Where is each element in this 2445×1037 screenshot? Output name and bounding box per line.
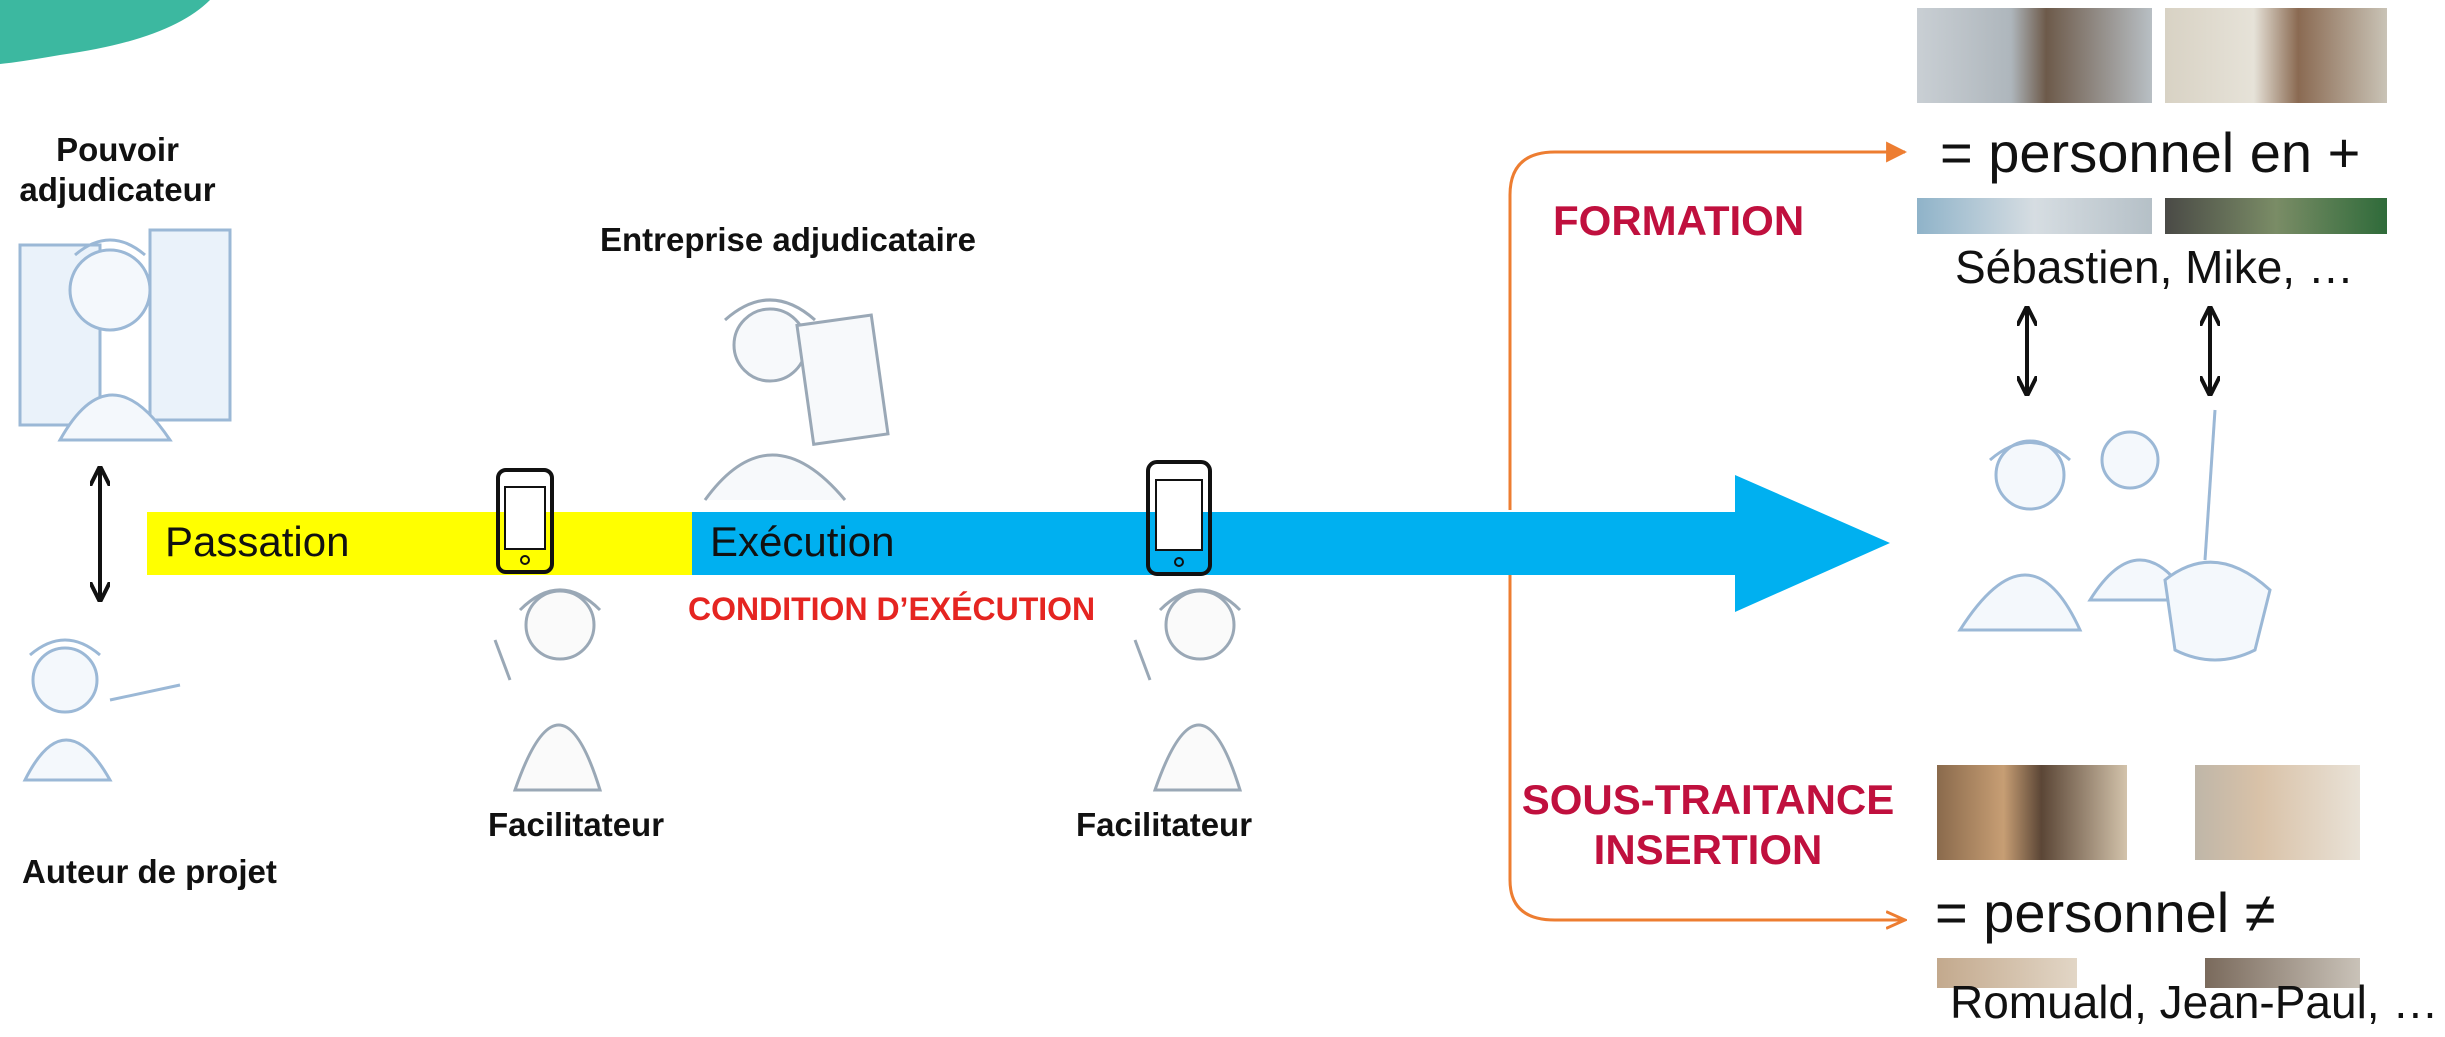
facilitateur-illustration	[1133, 588, 1243, 792]
trainee-photo-2-lower	[2165, 198, 2387, 234]
workers-illustration	[1957, 409, 2272, 662]
formation-branch-arrow	[1508, 141, 1908, 510]
phone-icon	[1146, 460, 1212, 576]
facilitateur-label-2: Facilitateur	[1076, 806, 1253, 843]
sous-traitance-branch-arrow	[1508, 575, 1905, 920]
trainee-photo-1	[1917, 8, 2152, 103]
trainee-photo-2	[2165, 8, 2387, 103]
sous-traitance-line1: SOUS-TRAITANCE	[1521, 776, 1895, 823]
trainee-photo-1-lower	[1917, 198, 2152, 234]
subcontractor-photo-1-lower	[1937, 958, 2077, 988]
auteur-de-projet-illustration	[22, 638, 181, 782]
sous-traitance-label: SOUS-TRAITANCE INSERTION	[1508, 775, 1908, 876]
phone-icon	[496, 468, 554, 574]
condition-execution-label: CONDITION D’EXÉCUTION	[688, 591, 1096, 627]
formation-result: = personnel en +	[1940, 121, 2361, 184]
sous-traitance-line2: INSERTION	[1593, 826, 1823, 874]
subcontractor-photo-1	[1937, 765, 2127, 860]
execution-arrow	[692, 475, 1890, 612]
pouvoir-adjudicateur-illustration	[18, 228, 232, 442]
execution-label: Exécution	[710, 518, 895, 565]
passation-bar	[147, 512, 692, 575]
sous-traitance-result: = personnel ≠	[1935, 881, 2276, 944]
subcontractor-photo-2-lower	[2205, 958, 2360, 988]
auteur-de-projet-label: Auteur de projet	[22, 853, 277, 890]
subcontractor-photo-2	[2195, 765, 2360, 860]
entreprise-adjudicataire-label: Entreprise adjudicataire	[600, 221, 976, 258]
entreprise-adjudicataire-illustration	[703, 298, 890, 501]
formation-label: FORMATION	[1553, 197, 1805, 244]
corner-decoration	[0, 0, 210, 64]
formation-names: Sébastien, Mike, …	[1955, 241, 2354, 293]
pouvoir-adjudicateur-label: Pouvoir adjudicateur	[19, 131, 216, 208]
facilitateur-label-1: Facilitateur	[488, 806, 665, 843]
facilitateur-illustration	[493, 588, 603, 792]
passation-label: Passation	[165, 518, 350, 565]
sous-traitance-names: Romuald, Jean-Paul, …	[1950, 976, 2439, 1028]
